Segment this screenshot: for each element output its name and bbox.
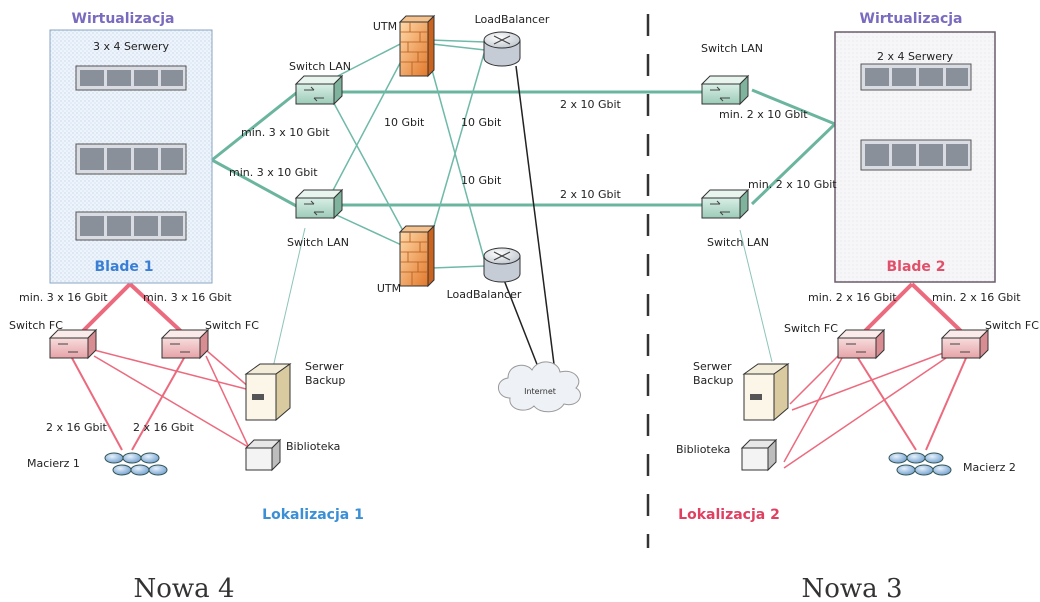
fc-link-label: min. 3 x 16 Gbit: [143, 291, 232, 304]
switch-fc-label: Switch FC: [205, 319, 259, 332]
switch-lan-icon: [700, 188, 750, 220]
backup-label: Serwer: [693, 360, 732, 373]
blade-2-title: Blade 2: [886, 259, 945, 275]
array-link-label: 2 x 16 Gbit: [46, 421, 108, 434]
server-row: [860, 139, 972, 171]
switch-fc-icon: [160, 328, 210, 360]
storage-array-icon: [104, 452, 168, 476]
switch-lan-label: Switch LAN: [287, 236, 349, 249]
link-label: min. 3 x 10 Gbit: [241, 126, 330, 139]
library-label: Biblioteka: [676, 443, 730, 456]
utm-label: UTM: [377, 282, 401, 295]
switch-fc-label: Switch FC: [784, 322, 838, 335]
servers-label-left: 3 x 4 Serwery: [93, 40, 170, 53]
library-label: Biblioteka: [286, 440, 340, 453]
thin-links: [271, 227, 773, 373]
utm-label: UTM: [373, 20, 397, 33]
blade-1: [49, 29, 213, 284]
fc-links: [71, 282, 968, 469]
link-speed-label: 10 Gbit: [461, 116, 502, 129]
loadbalancer-label: LoadBalancer: [447, 288, 522, 301]
fc-link-label: min. 3 x 16 Gbit: [19, 291, 108, 304]
site-name-right: Nowa 3: [802, 574, 903, 602]
backup-label: Backup: [305, 374, 345, 387]
switch-lan-icon: [294, 74, 344, 106]
backup-server-icon: [244, 363, 292, 422]
virtualization-title-right: Wirtualizacja: [860, 11, 963, 27]
switch-lan-label: Switch LAN: [701, 42, 763, 55]
storage-array-icon: [888, 452, 952, 476]
utm-links: [329, 39, 486, 269]
array-link-label: 2 x 16 Gbit: [133, 421, 195, 434]
backup-label: Serwer: [305, 360, 344, 373]
location-1-label: Lokalizacja 1: [262, 507, 364, 523]
fc-link-label: min. 2 x 16 Gbit: [932, 291, 1021, 304]
firewall-icon: [398, 224, 436, 288]
internet-label: Internet: [524, 387, 556, 396]
link-label: min. 3 x 10 Gbit: [229, 166, 318, 179]
switch-fc-label: Switch FC: [985, 319, 1039, 332]
router-icon: [483, 247, 521, 283]
switch-lan-label: Switch LAN: [707, 236, 769, 249]
router-icon: [483, 31, 521, 67]
link-label: min. 2 x 10 Gbit: [748, 178, 837, 191]
switch-fc-label: Switch FC: [9, 319, 63, 332]
switch-lan-icon: [294, 188, 344, 220]
array-label: Macierz 1: [27, 457, 80, 470]
internet-cloud-icon: [498, 361, 581, 413]
blade-1-title: Blade 1: [94, 259, 153, 275]
array-label: Macierz 2: [963, 461, 1016, 474]
lan-links: [211, 88, 837, 210]
server-row: [860, 63, 972, 91]
internet-links: [503, 65, 556, 373]
switch-fc-icon: [836, 328, 886, 360]
link-speed-label: 10 Gbit: [461, 174, 502, 187]
firewall-icon: [398, 14, 436, 78]
wan-link-label: 2 x 10 Gbit: [560, 98, 622, 111]
switch-fc-icon: [940, 328, 990, 360]
switch-lan-icon: [700, 74, 750, 106]
link-label: min. 2 x 10 Gbit: [719, 108, 808, 121]
server-row: [75, 143, 187, 175]
site-name-left: Nowa 4: [134, 574, 235, 602]
location-2-label: Lokalizacja 2: [678, 507, 780, 523]
tape-library-icon: [740, 438, 778, 472]
link-speed-label: 10 Gbit: [384, 116, 425, 129]
tape-library-icon: [244, 438, 282, 472]
fc-link-label: min. 2 x 16 Gbit: [808, 291, 897, 304]
backup-label: Backup: [693, 374, 733, 387]
server-row: [75, 65, 187, 91]
switch-fc-icon: [48, 328, 98, 360]
servers-label-right: 2 x 4 Serwery: [877, 50, 954, 63]
blade-2: [834, 31, 996, 283]
server-row: [75, 211, 187, 241]
wan-link-label: 2 x 10 Gbit: [560, 188, 622, 201]
loadbalancer-label: LoadBalancer: [475, 13, 550, 26]
virtualization-title-left: Wirtualizacja: [72, 11, 175, 27]
backup-server-icon: [742, 363, 790, 422]
switch-lan-label: Switch LAN: [289, 60, 351, 73]
